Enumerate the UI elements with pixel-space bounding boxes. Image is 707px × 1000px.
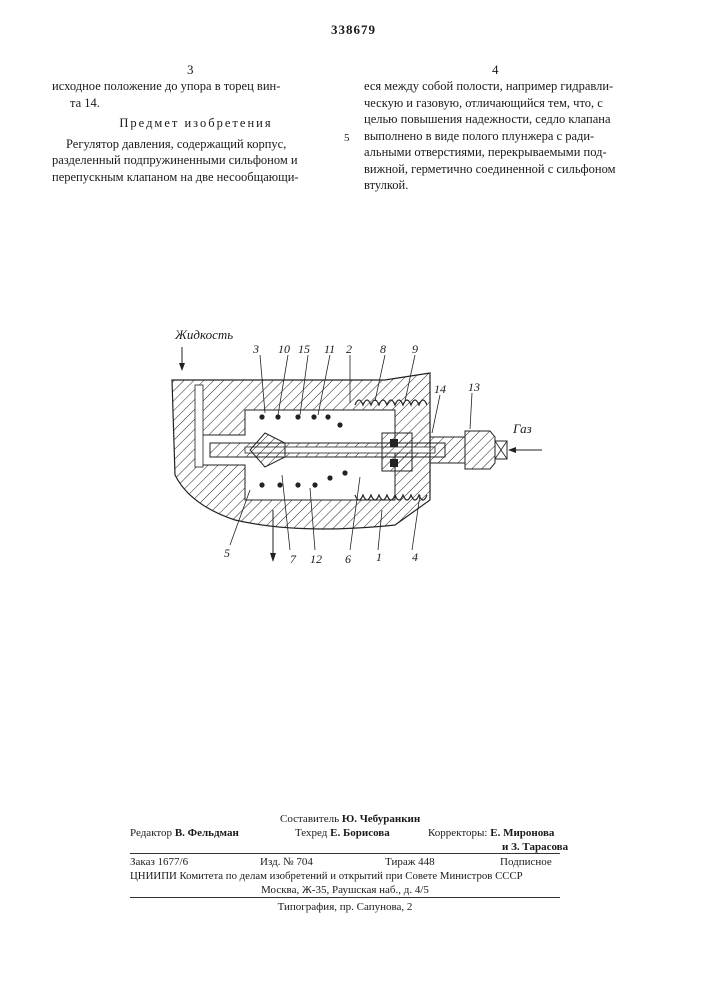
callout-number: 3 xyxy=(252,342,259,356)
publication-info: Заказ 1677/6 Изд. № 704 Тираж 448 Подпис… xyxy=(130,855,560,897)
callout-number: 1 xyxy=(376,550,382,564)
callout-number: 13 xyxy=(468,380,480,394)
editor-label: Редактор xyxy=(130,827,172,839)
callout-number: 5 xyxy=(224,546,230,560)
divider xyxy=(130,897,560,898)
text-line: разделенный подпружиненными сильфоном и xyxy=(52,152,340,169)
techred-name: Е. Борисова xyxy=(330,827,390,839)
text-line: еся между собой полости, например гидрав… xyxy=(364,78,656,95)
callout-number: 10 xyxy=(278,342,290,356)
subscription: Подписное xyxy=(500,855,560,869)
compiler-name: Ю. Чебуранкин xyxy=(342,813,420,825)
text-line: втулкой. xyxy=(364,177,656,194)
text-line: выполнено в виде полого плунжера с ради- xyxy=(364,128,656,145)
right-column: еся между собой полости, например гидрав… xyxy=(364,78,656,194)
address: Москва, Ж-35, Раушская наб., д. 4/5 xyxy=(130,883,560,897)
section-heading: Предмет изобретения xyxy=(52,115,340,132)
text-line: исходное положение до упора в торец вин- xyxy=(52,78,340,95)
text-line: перепускным клапаном на две несообщающи- xyxy=(52,169,340,186)
callout-number: 6 xyxy=(345,552,351,566)
liquid-label: Жидкость xyxy=(174,327,233,342)
editor-name: В. Фельдман xyxy=(175,827,239,839)
gas-fitting xyxy=(430,437,465,463)
callout-number: 2 xyxy=(346,342,352,356)
nut xyxy=(465,431,495,469)
callout-number: 7 xyxy=(290,552,297,566)
text-line: ческую и газовую, отличающийся тем, что,… xyxy=(364,95,656,112)
divider xyxy=(130,853,560,854)
regulator-drawing: Жидкость Газ xyxy=(150,325,570,575)
corrector-1: Е. Миронова xyxy=(490,827,554,839)
text-line: целью повышения надежности, седло клапан… xyxy=(364,111,656,128)
gas-label: Газ xyxy=(512,421,532,436)
techred-label: Техред xyxy=(295,827,327,839)
callout-number: 11 xyxy=(324,342,335,356)
callout-number: 9 xyxy=(412,342,418,356)
corrector-2: и З. Тарасова xyxy=(502,841,568,853)
callout-number: 4 xyxy=(412,550,418,564)
text-line: вижной, герметично соединенной с сильфон… xyxy=(364,161,656,178)
correctors-label: Корректоры: xyxy=(428,827,487,839)
callout-number: 14 xyxy=(434,382,446,396)
text-line: Регулятор давления, содержащий корпус, xyxy=(52,136,340,153)
text-line: альными отверстиями, перекрываемыми под- xyxy=(364,144,656,161)
right-column-number: 4 xyxy=(492,62,499,78)
compiler-label: Составитель xyxy=(280,813,339,825)
left-column-number: 3 xyxy=(187,62,194,78)
org-line: ЦНИИПИ Комитета по делам изобретений и о… xyxy=(130,869,560,883)
left-column: исходное положение до упора в торец вин-… xyxy=(52,78,340,185)
callout-number: 8 xyxy=(380,342,386,356)
text-line: та 14. xyxy=(52,95,340,112)
callout-number: 12 xyxy=(310,552,322,566)
patent-number: 338679 xyxy=(0,22,707,38)
printing-house: Типография, пр. Сапунова, 2 xyxy=(130,900,560,914)
line-number: 5 xyxy=(344,132,350,144)
callout-number: 15 xyxy=(298,342,310,356)
